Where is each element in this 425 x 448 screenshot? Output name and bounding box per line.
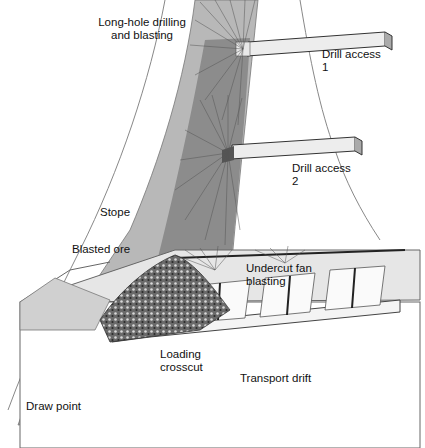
ore-label: Blasted ore <box>72 243 152 256</box>
tunnel-label: Transport drift <box>240 372 350 385</box>
process-label: Long-hole drilling and blasting <box>98 16 186 42</box>
tunnel-label: Drill access 2 <box>292 162 352 188</box>
tunnel-label: Drill access 1 <box>322 48 382 74</box>
point-label: Draw point <box>26 400 106 413</box>
stope-label: Stope <box>100 206 150 219</box>
process-label: Undercut fan blasting <box>246 262 336 288</box>
tunnel-label: Loading crosscut <box>160 348 220 374</box>
